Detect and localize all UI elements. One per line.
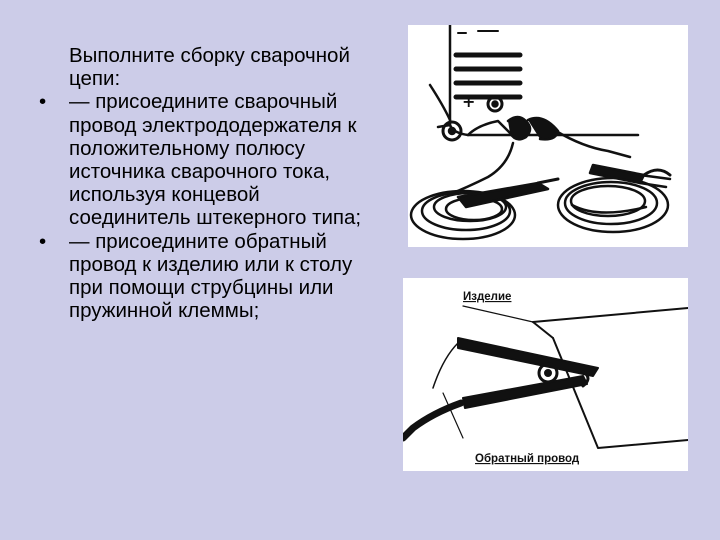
plus-sign: + — [462, 92, 475, 111]
return-cable-label: Обратный провод — [475, 453, 580, 465]
workpiece-label: Изделие — [463, 291, 511, 303]
intro-text: Выполните сборку сварочной цепи: — [69, 44, 350, 91]
ground-clamp-on-workpiece-icon: Изделие Обратный провод — [403, 291, 688, 465]
ground-clamp-figure: Изделие Обратный провод — [403, 278, 688, 471]
slide-text: Выполните сборку сварочной цепи: • — при… — [30, 44, 375, 322]
bullet-item-2: • — присоедините обратный провод к издел… — [30, 230, 375, 323]
bullet-text: — присоедините обратный провод к изделию… — [69, 229, 353, 323]
bullet-marker: • — [39, 90, 47, 114]
welding-machine-with-cables-icon: + — [409, 25, 672, 241]
bullet-text: — присоедините сварочный провод электрод… — [69, 90, 362, 230]
welding-machine-figure: + — [408, 25, 688, 247]
bullet-marker: • — [39, 229, 47, 253]
bullet-item-1: • — присоедините сварочный провод электр… — [30, 90, 375, 229]
